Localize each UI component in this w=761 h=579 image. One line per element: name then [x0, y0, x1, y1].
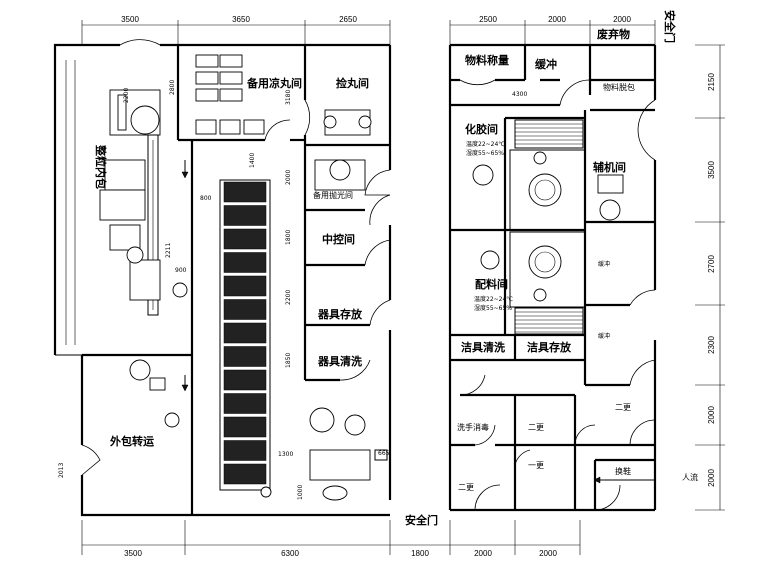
dim-2013: 2013 — [58, 463, 65, 478]
rack-cell — [223, 440, 267, 461]
dim-1300: 1300 — [278, 451, 293, 458]
rack-cell — [223, 181, 267, 203]
inner-dimensions: 2800 3180 1400 800 2000 1800 2200 1850 2… — [58, 80, 527, 500]
glue-humid: 湿度55~65% — [466, 149, 504, 157]
rack-cell — [223, 299, 267, 320]
dim-right-5: 2000 — [707, 406, 716, 424]
dim-2200b: 2200 — [123, 88, 130, 103]
room-shoe-change: 换鞋 — [615, 466, 631, 476]
safety-exit-top: 安全门 — [663, 10, 677, 43]
dim-right-2: 3500 — [707, 161, 716, 179]
mix-humid: 湿度55~65% — [474, 304, 512, 312]
rack-cell — [223, 322, 267, 344]
left-building-walls — [53, 43, 392, 517]
room-buffer-small-a: 缓冲 — [598, 260, 610, 268]
room-buffer: 缓冲 — [535, 57, 557, 71]
dim-top-5: 2000 — [548, 15, 566, 24]
room-first-change: 一更 — [528, 461, 544, 470]
dim-2211: 2211 — [165, 243, 172, 258]
dim-1000: 1000 — [297, 485, 304, 500]
room-outer-pack: 外包转运 — [109, 434, 154, 448]
entrance-label: 人流 — [682, 472, 698, 482]
glue-temp: 温度22~24℃ — [466, 140, 505, 148]
dim-665: 665 — [378, 450, 390, 457]
room-tool-wash: 器具清洗 — [317, 354, 362, 368]
room-second-change-b: 二更 — [458, 483, 474, 492]
dim-1850: 1850 — [285, 353, 292, 368]
room-outer-clean: 物料脱包 — [603, 82, 635, 92]
room-material-weigh: 物料称量 — [465, 53, 509, 67]
doors — [81, 39, 656, 511]
pill-pick-table — [323, 109, 372, 136]
rack-cell — [223, 346, 267, 367]
room-second-change-c: 二更 — [615, 403, 631, 412]
dim-bottom-4: 2000 — [474, 549, 492, 558]
dim-right-4: 2300 — [707, 336, 716, 354]
dim-800: 800 — [200, 195, 212, 202]
rack-cell — [223, 205, 267, 226]
polishing-machine — [314, 159, 366, 191]
right-dimension-line: 2150 3500 2700 2300 2000 2000 — [695, 44, 725, 511]
room-labels: 整粒内包 备用凉丸间 捡丸间 备用抛光间 中控间 器具存放 器具清洗 外包转运 … — [94, 10, 698, 527]
rack-cell — [223, 393, 267, 414]
room-cleaning-wash: 洁具清洗 — [461, 340, 505, 354]
room-spare-polish: 备用抛光间 — [313, 190, 353, 200]
cooling-drum-rack — [219, 179, 272, 498]
dim-top-4: 2500 — [479, 15, 497, 24]
dim-bottom-2: 6300 — [281, 549, 299, 558]
rack-cell — [223, 275, 267, 297]
dim-2800: 2800 — [169, 80, 176, 95]
bottom-dimension-line: 3500 6300 1800 2000 2000 — [81, 520, 581, 558]
dim-top-1: 3500 — [121, 15, 139, 24]
dim-right-1: 2150 — [707, 73, 716, 91]
room-tool-store: 器具存放 — [317, 307, 363, 321]
rack-cell — [223, 463, 267, 485]
small-equipment-bottom — [309, 407, 388, 501]
dim-2200: 2200 — [285, 290, 292, 305]
dim-top-2: 3650 — [232, 15, 250, 24]
room-pick-pill: 捡丸间 — [336, 76, 369, 90]
rack-cell — [223, 416, 267, 438]
dim-top-6: 2000 — [613, 15, 631, 24]
glue-mixing-equipment — [472, 149, 624, 308]
dim-1800: 1800 — [285, 230, 292, 245]
dim-1400: 1400 — [249, 153, 256, 168]
stairs — [514, 119, 584, 335]
dim-2000a: 2000 — [285, 170, 292, 185]
dim-right-6: 2000 — [707, 469, 716, 487]
dim-900: 900 — [175, 267, 187, 274]
rack-cell — [223, 252, 267, 273]
top-dimension-line: 3500 3650 2650 2500 2000 2000 — [81, 15, 656, 45]
dim-3180: 3180 — [285, 90, 292, 105]
room-second-change-a: 二更 — [528, 423, 544, 432]
room-hand-wash: 洗手消毒 — [457, 422, 489, 432]
spare-cooling-racks — [195, 54, 265, 135]
room-waste: 废弃物 — [597, 27, 630, 41]
dim-bottom-1: 3500 — [124, 549, 142, 558]
room-inner-pack: 整粒内包 — [94, 144, 108, 189]
rack-cell — [223, 369, 267, 391]
room-aux: 辅机间 — [593, 160, 626, 174]
production-line-equipment — [99, 89, 189, 428]
room-spare-cool: 备用凉丸间 — [246, 76, 302, 90]
room-control: 中控间 — [322, 232, 355, 246]
room-glue: 化胶间 — [465, 122, 498, 136]
room-cleaning-store: 洁具存放 — [527, 340, 572, 354]
entrance-arrow — [593, 476, 655, 484]
dim-top-3: 2650 — [339, 15, 357, 24]
safety-exit-bottom: 安全门 — [405, 513, 438, 527]
dim-4300: 4300 — [512, 91, 527, 98]
rack-cell — [223, 228, 267, 250]
mix-temp: 温度22~24℃ — [474, 295, 513, 303]
dim-bottom-5: 2000 — [539, 549, 557, 558]
room-buffer-small-b: 缓冲 — [598, 332, 610, 340]
dim-right-3: 2700 — [707, 255, 716, 273]
room-mix: 配料间 — [475, 277, 508, 291]
dim-bottom-3: 1800 — [411, 549, 429, 558]
